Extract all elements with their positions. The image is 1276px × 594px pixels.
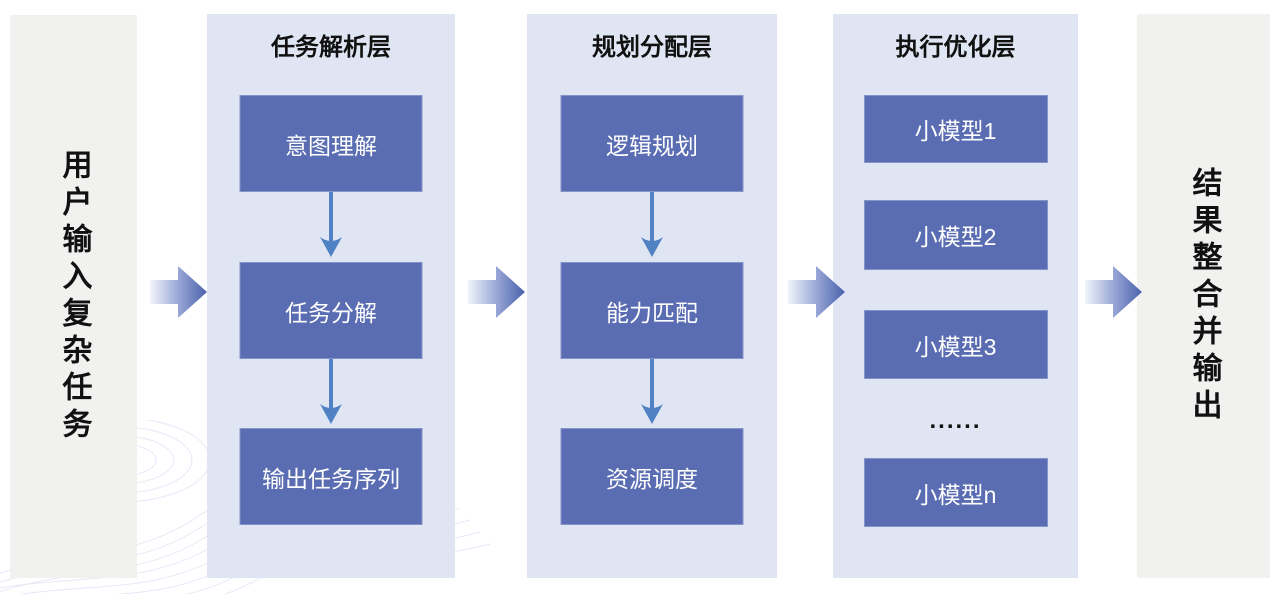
layer-header: 任务解析层 (271, 34, 391, 61)
layer-header: 规划分配层 (592, 34, 712, 61)
right-arrow-icon (468, 266, 525, 318)
node-box: 意图理解 (239, 95, 423, 192)
output-panel: 结果整合并输出 (1137, 14, 1270, 578)
node-box: 小模型3 (863, 310, 1048, 379)
input-panel-label: 用户输入复杂任务 (57, 148, 91, 445)
right-arrow-icon (1085, 266, 1142, 318)
layer-task-parsing: 任务解析层 意图理解 任务分解 输出任务序列 (207, 14, 455, 578)
node-box: 小模型n (863, 458, 1048, 527)
down-arrow-icon (320, 359, 342, 424)
down-arrow-icon (641, 192, 663, 257)
layer-header: 执行优化层 (895, 34, 1016, 61)
node-box: 能力匹配 (560, 262, 744, 359)
output-panel-label: 结果整合并输出 (1187, 166, 1221, 426)
right-arrow-icon (788, 266, 845, 318)
node-box: 资源调度 (560, 428, 744, 525)
right-arrow-icon (150, 266, 207, 318)
ellipsis-label: ...... (929, 407, 982, 434)
down-arrow-icon (641, 359, 663, 424)
node-box: 任务分解 (239, 262, 423, 359)
node-box: 输出任务序列 (239, 428, 423, 525)
input-panel: 用户输入复杂任务 (10, 15, 137, 578)
node-box: 小模型1 (863, 95, 1048, 163)
node-box: 逻辑规划 (560, 95, 744, 192)
down-arrow-icon (320, 192, 342, 257)
node-box: 小模型2 (863, 200, 1048, 270)
layer-execution-optimization: 执行优化层 小模型1 小模型2 小模型3 ...... 小模型n (833, 14, 1078, 578)
layer-planning-allocation: 规划分配层 逻辑规划 能力匹配 资源调度 (527, 14, 777, 578)
